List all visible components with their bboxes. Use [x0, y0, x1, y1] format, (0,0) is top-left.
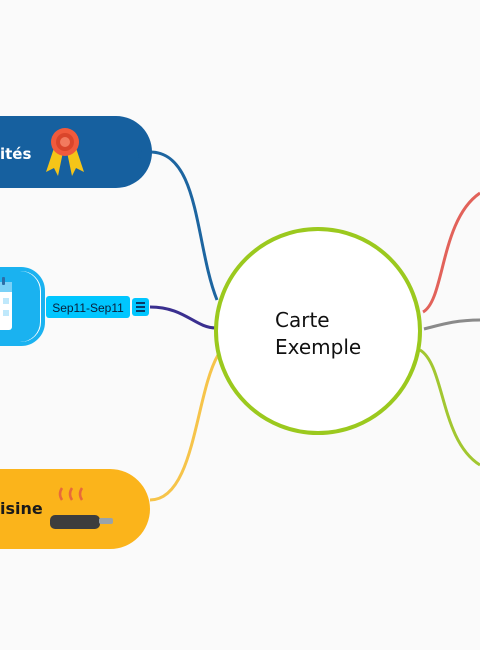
award-ribbon-icon — [46, 128, 84, 176]
branch-awards-label: ités — [0, 145, 31, 163]
link-icon[interactable]: ¢ — [133, 144, 143, 163]
branch-cooking-label: isine — [0, 499, 43, 518]
central-topic-line1: Carte — [275, 308, 330, 332]
date-tag[interactable]: Sep11-Sep11 — [46, 296, 130, 318]
notes-icon[interactable] — [132, 298, 149, 316]
date-tag-label: Sep11-Sep11 — [52, 301, 124, 315]
branch-cooking-pill — [0, 469, 150, 549]
connector-right-red — [422, 191, 480, 314]
central-topic-circle — [214, 227, 422, 435]
svg-text:¢: ¢ — [133, 144, 143, 163]
connector-right-gray — [423, 318, 480, 331]
branch-cooking[interactable]: isine — [0, 469, 150, 549]
connector-awards — [149, 150, 219, 301]
branch-awards[interactable]: ités ¢ — [0, 116, 152, 188]
connector-right-green — [419, 348, 480, 467]
frying-pan-icon — [50, 487, 113, 529]
connector-calendar — [149, 305, 217, 330]
central-topic[interactable]: Carte Exemple — [214, 227, 422, 435]
central-topic-line2: Exemple — [275, 335, 361, 359]
connector-cooking — [149, 354, 220, 502]
calendar-icon — [0, 277, 12, 330]
branch-calendar[interactable]: Sep11-Sep11 — [0, 267, 149, 346]
